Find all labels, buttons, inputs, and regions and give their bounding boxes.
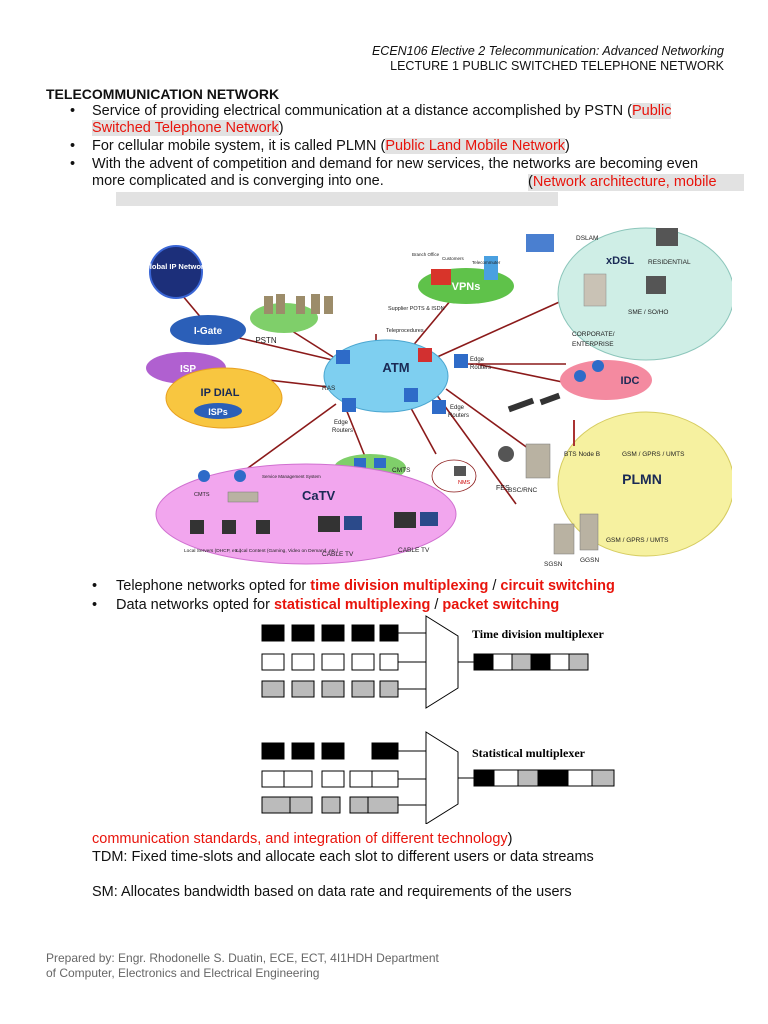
bullet-dot: •	[92, 597, 98, 613]
idc-node: IDC	[560, 360, 652, 400]
mux-bullet-2: Data networks opted for statistical mult…	[116, 597, 560, 613]
plmn-label: PLMN	[622, 471, 662, 487]
footer: Prepared by: Engr. Rhodonelle S. Duatin,…	[46, 951, 439, 981]
edge-routers-1-label-a: Edge	[470, 357, 485, 363]
sm-description: SM: Allocates bandwidth based on data ra…	[92, 884, 572, 900]
atm-label: ATM	[382, 360, 409, 375]
telecommuter-label: Telecommuter	[472, 260, 501, 265]
xdsl-label: xDSL	[606, 255, 634, 267]
isps-label: ISPs	[208, 407, 228, 417]
residential-label: RESIDENTIAL	[648, 259, 691, 266]
sgsn-label: SGSN	[544, 561, 563, 568]
footer-line-2: of Computer, Electronics and Electrical …	[46, 966, 320, 980]
highlight-bar	[116, 192, 558, 206]
corporate-label-2: ENTERPRISE	[572, 341, 614, 348]
edge-router-3	[432, 400, 446, 414]
cable-tv1-label: CABLE TV	[322, 551, 354, 558]
nms-label: NMS	[458, 480, 471, 486]
customers-label: Customers	[442, 256, 465, 261]
ipdial-label: IP DIAL	[201, 387, 240, 399]
tdm-description: TDM: Fixed time-slots and allocate each …	[92, 849, 594, 865]
vpns-label: VPNs	[452, 281, 481, 293]
cmts1-label: CMTS	[194, 492, 210, 498]
gsm1-label: GSM / GPRS / UMTS	[622, 451, 685, 458]
edge-router-1	[454, 354, 468, 368]
xdsl-node: DSLAM xDSL RESIDENTIAL SME / SO/HO CORPO…	[526, 227, 732, 361]
branch-label: Branch Office	[412, 252, 440, 257]
igate-label: I-Gate	[194, 326, 223, 337]
ras-label: RAS	[322, 385, 336, 392]
dslam-label: DSLAM	[576, 235, 598, 242]
bullet-2-highlight: Public Land Mobile Network	[385, 138, 566, 154]
pstn-node: PSTN	[250, 294, 333, 345]
tdm-label: Time division multiplexer	[472, 627, 604, 641]
isp-label: ISP	[180, 364, 196, 375]
local-servers-label: Local Servers (DHCP, etc.)	[184, 548, 242, 554]
global-ip-label: Global IP Network	[144, 262, 209, 271]
catv-node: CMTS Service Management System CaTV Loca…	[155, 463, 457, 565]
global-ip-network-node: Global IP Network	[144, 245, 209, 299]
bullet-dot: •	[70, 156, 76, 172]
local-content-label: Local Content (Gaming, Video on Demand, …	[236, 548, 339, 554]
mux-bullet-1: Telephone networks opted for time divisi…	[116, 578, 615, 594]
corporate-label-1: CORPORATE/	[572, 331, 615, 338]
satellite-dish-icon	[498, 446, 514, 462]
fes-label: FES	[496, 485, 510, 492]
sms-label: Service Management System	[262, 474, 321, 479]
cmts2-label: CMTS	[392, 467, 411, 474]
supplier-label: Supplier POTS & ISDN	[388, 306, 445, 312]
bullet-dot: •	[92, 578, 98, 594]
continuation-text: communication standards, and integration…	[92, 831, 513, 847]
bullet-dot: •	[70, 103, 76, 119]
bsc-label: BSC/RNC	[508, 487, 538, 494]
vpns-node: VPNs Branch Office Customers Telecommute…	[412, 252, 514, 304]
stat-label: Statistical multiplexer	[472, 746, 586, 760]
ggsn-label: GGSN	[580, 557, 599, 564]
bullet-dot: •	[70, 138, 76, 154]
ipdial-node: IP DIAL ISPs	[165, 367, 283, 429]
footer-line-1: Prepared by: Engr. Rhodonelle S. Duatin,…	[46, 951, 439, 965]
bullet-3: With the advent of competition and deman…	[92, 156, 699, 189]
plmn-node: BTS Node B GSM / GPRS / UMTS PLMN BSC/RN…	[508, 411, 732, 568]
lecture-header: LECTURE 1 PUBLIC SWITCHED TELEPHONE NETW…	[390, 59, 724, 73]
bts-label: BTS Node B	[564, 451, 600, 458]
satellite-icon	[507, 392, 561, 413]
bullet-2: For cellular mobile system, it is called…	[92, 138, 570, 154]
igate-node: I-Gate	[170, 315, 246, 345]
idc-label: IDC	[621, 375, 640, 387]
nms-node: NMS	[431, 459, 477, 493]
pstn-label: PSTN	[255, 336, 277, 345]
gsm2-label: GSM / GPRS / UMTS	[606, 537, 669, 544]
section-title: TELECOMMUNICATION NETWORK	[46, 86, 280, 102]
cable-tv2-label: CABLE TV	[398, 547, 430, 554]
multiplexer-diagram: Time division multiplexer Statistical mu…	[261, 615, 615, 824]
bullet-1: Service of providing electrical communic…	[92, 103, 672, 136]
edge-routers-2-label-b: Routers	[332, 428, 353, 434]
edge-router-2	[342, 398, 356, 412]
course-header: ECEN106 Elective 2 Telecommunication: Ad…	[371, 44, 724, 58]
atm-node: ATM RAS	[322, 339, 449, 413]
edge-routers-3-label-a: Edge	[450, 405, 465, 411]
edge-routers-3-label-b: Routers	[448, 413, 469, 419]
catv-label: CaTV	[302, 488, 336, 503]
teleprocedures-label: Teleprocedures	[386, 328, 424, 334]
edge-routers-1-label-b: Routers	[470, 365, 491, 371]
sme-label: SME / SO/HO	[628, 309, 668, 316]
bullet-3-highlight: (Network architecture, mobile	[528, 174, 744, 191]
edge-routers-2-label-a: Edge	[334, 420, 349, 426]
network-architecture-diagram: Global IP Network I-Gate PSTN Supplier P…	[144, 227, 732, 568]
